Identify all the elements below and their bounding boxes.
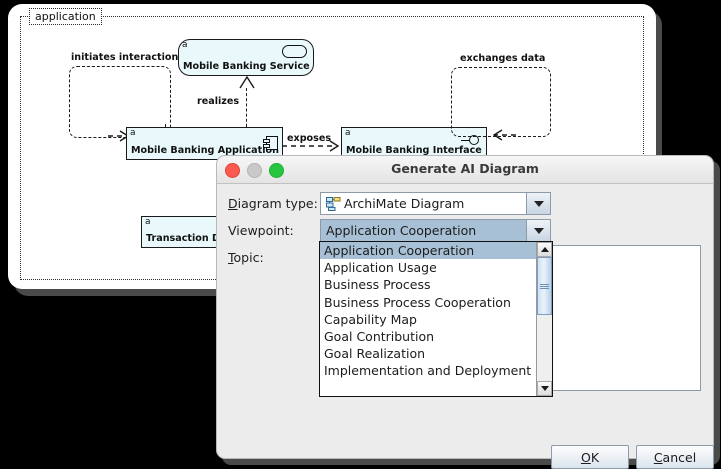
dropdown-option-5[interactable]: Goal Contribution xyxy=(324,328,435,344)
arrow-exchanges-to-interface xyxy=(492,129,516,141)
scroll-up-button[interactable] xyxy=(537,242,552,257)
cancel-button[interactable]: Cancel xyxy=(636,445,714,469)
minimize-button[interactable] xyxy=(247,163,262,178)
generate-ai-diagram-dialog: Generate AI Diagram Diagram type: ArchiM… xyxy=(216,155,714,469)
relationship-label-realizes: realizes xyxy=(197,96,240,107)
scrollbar-thumb[interactable] xyxy=(537,257,552,315)
element-mobile-banking-application[interactable]: a Mobile Banking Application xyxy=(126,127,283,160)
relationship-label-exposes: exposes xyxy=(287,133,332,144)
dialog-title: Generate AI Diagram xyxy=(391,161,539,176)
diagram-type-combo[interactable]: ArchiMate Diagram xyxy=(320,192,551,215)
element-mobile-banking-service[interactable]: a Mobile Banking Service xyxy=(178,39,314,76)
viewpoint-label: Viewpoint: xyxy=(228,223,294,238)
background-application-window: application initiates interaction a Mobi… xyxy=(8,4,656,289)
topic-label: Topic: xyxy=(228,250,264,265)
diagram-type-label: Diagram type: xyxy=(228,196,318,211)
element-mobile-banking-interface[interactable]: a Mobile Banking Interface xyxy=(341,127,487,160)
dropdown-option-6[interactable]: Goal Realization xyxy=(324,346,426,362)
element-type-tag: a xyxy=(345,128,351,138)
dropdown-scrollbar[interactable] xyxy=(536,242,552,396)
interface-lollipop-icon xyxy=(461,135,480,145)
relationship-label-initiates-interaction: initiates interaction xyxy=(71,52,179,63)
realizes-line xyxy=(246,88,247,132)
viewpoint-dropdown-button[interactable] xyxy=(526,220,550,241)
element-name: Mobile Banking Application xyxy=(131,145,279,156)
component-icon xyxy=(263,136,278,150)
arrow-exposes xyxy=(282,140,340,152)
archimate-diagram-canvas[interactable]: application initiates interaction a Mobi… xyxy=(8,4,656,289)
element-name: Transaction Data xyxy=(146,233,238,244)
diagram-type-dropdown-button[interactable] xyxy=(526,193,550,214)
arrow-realizes-triangle xyxy=(239,75,255,89)
element-type-tag: a xyxy=(182,40,188,50)
viewpoint-combo[interactable]: Application Cooperation xyxy=(320,219,551,242)
dropdown-option-7[interactable]: Implementation and Deployment xyxy=(324,363,532,379)
dropdown-options[interactable]: Application Cooperation Application Usag… xyxy=(320,242,536,396)
close-button[interactable] xyxy=(225,163,240,178)
triangle-up-icon xyxy=(540,247,549,252)
dropdown-option-3[interactable]: Business Process Cooperation xyxy=(324,294,511,310)
viewpoint-value: Application Cooperation xyxy=(321,223,526,238)
dropdown-option-2[interactable]: Business Process xyxy=(324,277,431,293)
scroll-down-button[interactable] xyxy=(537,381,552,396)
group-label: application xyxy=(29,8,102,25)
relationship-label-exchanges-data: exchanges data xyxy=(460,53,546,64)
diagram-type-value: ArchiMate Diagram xyxy=(344,196,465,211)
service-badge-icon xyxy=(282,45,307,58)
element-name: Mobile Banking Interface xyxy=(346,145,482,156)
chevron-down-icon xyxy=(533,227,544,234)
archimate-diagram-icon xyxy=(326,196,341,211)
dropdown-option-4[interactable]: Capability Map xyxy=(324,311,417,327)
dialog-titlebar[interactable]: Generate AI Diagram xyxy=(217,156,713,184)
diagram-type-value-wrap: ArchiMate Diagram xyxy=(321,196,526,211)
dialog-form: Diagram type: ArchiMate Diagram Viewpoin… xyxy=(217,183,714,469)
viewpoint-dropdown-list[interactable]: Application Cooperation Application Usag… xyxy=(319,241,553,397)
scrollbar-track[interactable] xyxy=(537,257,552,381)
triangle-down-icon xyxy=(540,386,549,391)
window-controls xyxy=(225,163,284,178)
collaboration-box-exchanges-data[interactable] xyxy=(451,67,551,137)
element-name: Mobile Banking Service xyxy=(183,61,310,72)
ok-button[interactable]: OK xyxy=(551,445,629,469)
element-type-tag: a xyxy=(130,128,136,138)
dropdown-option-0[interactable]: Application Cooperation xyxy=(320,242,536,260)
element-type-tag: a xyxy=(145,217,151,227)
collaboration-box-initiates-interaction[interactable] xyxy=(69,66,171,138)
dropdown-option-1[interactable]: Application Usage xyxy=(324,260,437,276)
chevron-down-icon xyxy=(533,200,544,207)
maximize-button[interactable] xyxy=(269,163,284,178)
